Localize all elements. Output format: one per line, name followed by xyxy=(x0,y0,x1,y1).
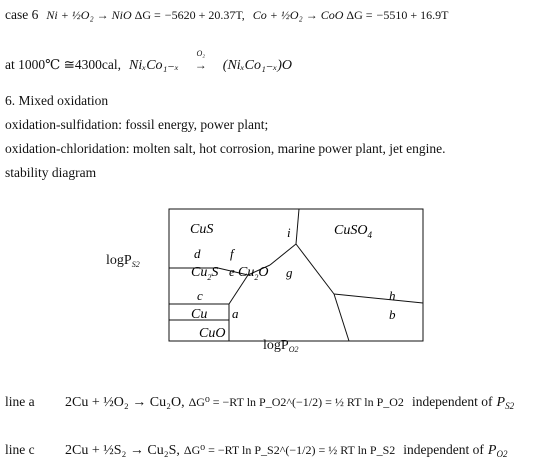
oxidation-sulfidation-text: oxidation-sulfidation: fossil energy, po… xyxy=(5,117,269,132)
region-cuso4: CuSO4 xyxy=(334,223,372,240)
reaction-arrow: O₂→ xyxy=(183,49,219,73)
line-label-c: c xyxy=(197,288,203,303)
alloy-condition: at 1000℃ ≅4300cal, xyxy=(5,57,122,72)
ni-dg-lhs: ΔG = xyxy=(134,8,161,22)
boundary-i-lower xyxy=(269,243,297,266)
case6-separator: , xyxy=(241,8,245,22)
ni-oxidation-reaction: Ni + ½O₂ → NiO xyxy=(46,8,132,22)
line-c-label: line c xyxy=(5,442,35,457)
arrow-o2-label: O₂ xyxy=(196,49,206,58)
region-cu: Cu xyxy=(191,307,207,322)
line-a-dg: ΔG⁰ = −RT ln P_O2^(−1/2) = ½ RT ln P_O2 xyxy=(188,395,404,409)
region-cus: CuS xyxy=(190,222,213,237)
oxidation-chloridation-text: oxidation-chloridation: molten salt, hot… xyxy=(5,141,446,156)
co-oxidation-reaction: Co + ½O₂ → CoO xyxy=(252,8,344,22)
x-axis-label-sub: O2 xyxy=(288,345,299,354)
line-c-comma: , xyxy=(176,443,180,458)
line-label-h: h xyxy=(389,288,396,303)
co-dg-value: −5510 + 16.9T xyxy=(376,8,449,22)
boundary-cuso4 xyxy=(295,243,335,295)
boundary-cuo-cuso4 xyxy=(333,293,350,342)
line-label-a: a xyxy=(232,306,239,321)
boundary-i-upper xyxy=(295,208,300,245)
section-heading: 6. Mixed oxidation xyxy=(5,93,109,108)
diagram-frame xyxy=(168,208,424,342)
y-axis-label: logPS2 xyxy=(106,253,140,269)
line-a-comma: , xyxy=(181,395,185,410)
line-c-reaction: 2Cu + ½S₂ → Cu₂S xyxy=(65,443,177,458)
x-axis-label: logPO2 xyxy=(263,338,298,354)
region-cuo: CuO xyxy=(199,326,225,341)
region-cu2o: Cu2O xyxy=(238,265,268,282)
case6-prefix: case 6 xyxy=(5,7,39,22)
line-label-g: g xyxy=(286,265,293,280)
boundary-e xyxy=(247,264,271,276)
region-cu2s: Cu2S xyxy=(191,265,218,282)
line-a-label: line a xyxy=(5,394,35,409)
ni-dg-value: −5620 + 20.37T xyxy=(164,8,242,22)
stability-diagram-label: stability diagram xyxy=(5,165,97,180)
y-axis-label-sub: S2 xyxy=(131,260,140,269)
line-c-dg: ΔG⁰ = −RT ln P_S2^(−1/2) = ½ RT ln P_S2 xyxy=(183,443,396,457)
line-label-b: b xyxy=(389,307,396,322)
alloy-reactant: NiₓCo₁₋ₓ xyxy=(129,58,179,73)
boundary-f xyxy=(217,267,249,276)
alloy-product: (NiₓCo₁₋ₓ)O xyxy=(222,58,293,73)
line-a-equation: line a 2Cu + ½O₂ → Cu₂O, ΔG⁰ = −RT ln P_… xyxy=(5,393,514,411)
line-a-note: independent of xyxy=(411,394,493,409)
alloy-oxidation-line: at 1000℃ ≅4300cal, NiₓCo₁₋ₓ O₂→ (NiₓCo₁₋… xyxy=(5,49,293,74)
line-label-i: i xyxy=(287,225,291,240)
line-label-e: e xyxy=(229,264,235,279)
co-dg-lhs: ΔG = xyxy=(346,8,373,22)
y-axis-label-text: logP xyxy=(106,253,132,268)
line-c-equation: line c 2Cu + ½S₂ → Cu₂S, ΔG⁰ = −RT ln P_… xyxy=(5,441,507,459)
line-c-note-sub: O2 xyxy=(496,449,508,459)
line-a-note-var: P xyxy=(496,395,506,410)
boundary-g xyxy=(228,274,249,305)
line-a-reaction: 2Cu + ½O₂ → Cu₂O xyxy=(65,395,182,410)
boundary-h xyxy=(333,293,424,304)
line-label-d: d xyxy=(194,246,201,261)
x-axis-label-text: logP xyxy=(263,338,289,353)
line-label-f: f xyxy=(230,246,236,261)
line-c-note-var: P xyxy=(487,443,497,458)
line-c-note: independent of xyxy=(403,442,484,457)
line-a-note-sub: S2 xyxy=(505,401,515,411)
